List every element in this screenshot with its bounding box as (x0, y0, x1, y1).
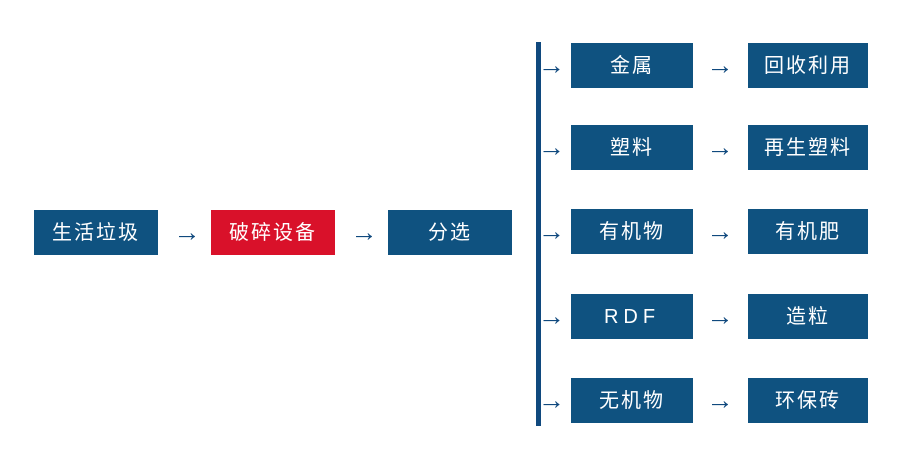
right-arrow-icon: → (538, 216, 565, 246)
right-arrow-icon: → (538, 50, 565, 80)
node-label: 回收利用 (764, 54, 852, 77)
arrow-metal-to-recycling: → (695, 43, 745, 88)
node-material-metal[interactable]: 金属 (571, 43, 693, 88)
branch-arrow-4: → (538, 294, 572, 339)
node-crushing-equipment[interactable]: 破碎设备 (211, 210, 335, 255)
right-arrow-icon: → (706, 385, 734, 415)
node-label: 再生塑料 (764, 136, 852, 159)
arrow-crusher-to-sorting: → (341, 210, 387, 255)
branch-arrow-2: → (538, 125, 572, 170)
node-label: 塑料 (610, 136, 654, 159)
node-domestic-waste[interactable]: 生活垃圾 (34, 210, 158, 255)
node-label: 无机物 (599, 389, 665, 412)
arrow-organic-to-fertilizer: → (695, 209, 745, 254)
right-arrow-icon: → (706, 216, 734, 246)
arrow-plastic-to-recycled-plastic: → (695, 125, 745, 170)
node-material-inorganic[interactable]: 无机物 (571, 378, 693, 423)
node-sorting[interactable]: 分选 (388, 210, 512, 255)
node-material-organic[interactable]: 有机物 (571, 209, 693, 254)
node-product-recycled-plastic[interactable]: 再生塑料 (748, 125, 868, 170)
branch-arrow-3: → (538, 209, 572, 254)
node-label: 有机物 (599, 220, 665, 243)
arrow-inorganic-to-eco-brick: → (695, 378, 745, 423)
right-arrow-icon: → (350, 217, 378, 247)
right-arrow-icon: → (706, 50, 734, 80)
right-arrow-icon: → (706, 132, 734, 162)
node-material-plastic[interactable]: 塑料 (571, 125, 693, 170)
right-arrow-icon: → (173, 217, 201, 247)
branch-arrow-1: → (538, 43, 572, 88)
arrow-rdf-to-pelletizing: → (695, 294, 745, 339)
node-material-rdf[interactable]: RDF (571, 294, 693, 339)
node-label: 环保砖 (775, 389, 841, 412)
right-arrow-icon: → (538, 301, 565, 331)
node-label: 破碎设备 (229, 221, 317, 244)
branch-arrow-5: → (538, 378, 572, 423)
node-label: 造粒 (786, 305, 830, 328)
node-product-eco-brick[interactable]: 环保砖 (748, 378, 868, 423)
right-arrow-icon: → (706, 301, 734, 331)
node-product-recycling[interactable]: 回收利用 (748, 43, 868, 88)
node-product-organic-fertilizer[interactable]: 有机肥 (748, 209, 868, 254)
node-label: 有机肥 (775, 220, 841, 243)
node-product-pelletizing[interactable]: 造粒 (748, 294, 868, 339)
node-label: 生活垃圾 (52, 221, 140, 244)
node-label: RDF (603, 305, 661, 328)
branch-trunk-line (536, 42, 541, 426)
right-arrow-icon: → (538, 132, 565, 162)
node-label: 分选 (428, 221, 472, 244)
right-arrow-icon: → (538, 385, 565, 415)
node-label: 金属 (610, 54, 654, 77)
arrow-waste-to-crusher: → (164, 210, 210, 255)
